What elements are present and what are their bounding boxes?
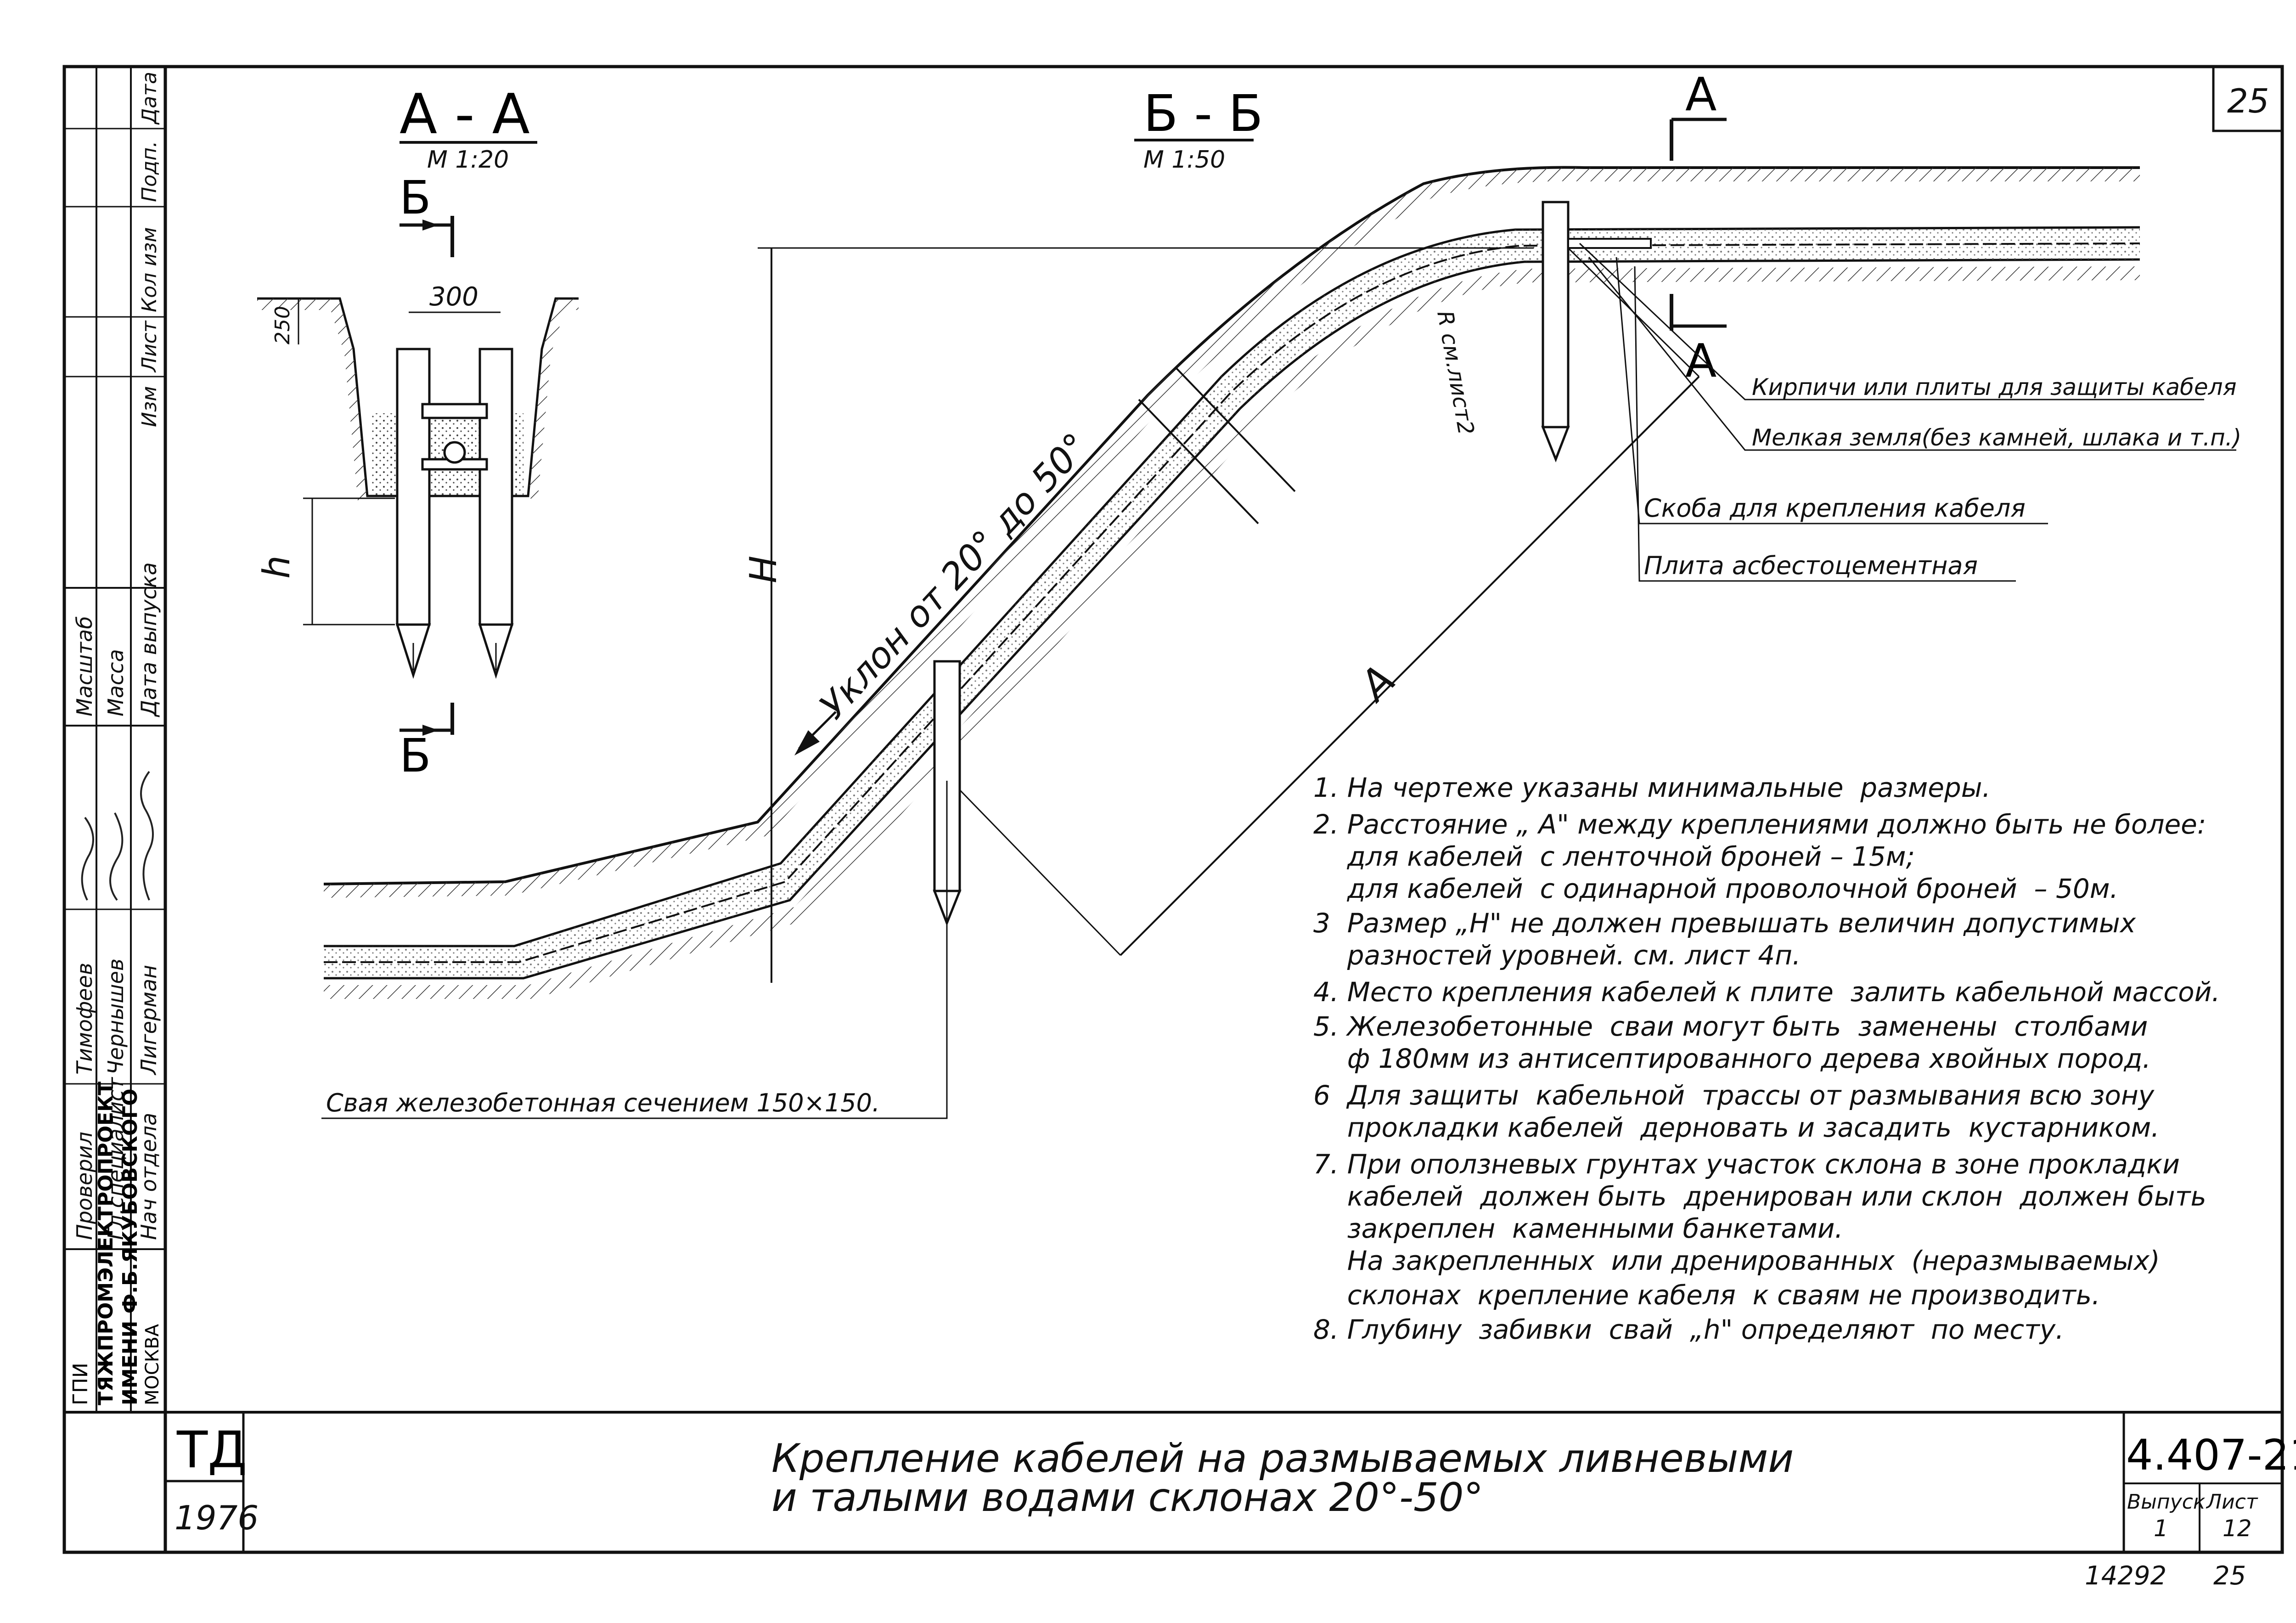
note-line: 8. Глубину забивки свай „h" определяют п… [1313,1314,2064,1345]
svg-text:Б: Б [400,171,431,225]
revision-header-date: Дата [138,72,161,125]
pile-right [478,348,514,679]
note-line: разностей уровней. см. лист 4п. [1313,940,1801,971]
name-head: Лигерман [136,965,161,1076]
issue-value: 1 [2154,1515,2168,1542]
cut-marker-bottom: Б [400,703,454,783]
note-line: кабелей должен быть дренирован или склон… [1313,1181,2206,1212]
note-line: 4. Место крепления кабелей к плите залит… [1313,976,2220,1008]
year: 1976 [174,1499,259,1537]
radius-label: R см.лист2 [1432,309,1479,437]
svg-text:Б: Б [400,729,431,783]
note-line: 2. Расстояние „ А" между креплениями дол… [1313,809,2206,840]
page-number: 25 [2227,82,2269,120]
dim-height: H [742,556,785,583]
note-line: 7. При оползневых грунтах участок склона… [1313,1149,2180,1180]
drawing-title-line-1: Крепление кабелей на размываемых ливневы… [771,1436,1794,1482]
cut-marker-a-bottom: А [1670,294,1727,388]
section-aa-drawing: А - А М 1:20 Б Б [255,83,579,783]
label-issue-date: Дата выпуска [136,562,161,717]
note-line: закреплен каменными банкетами. [1313,1213,1843,1244]
org-line-2: ТЯЖПРОМЭЛЕКТРОПРОЕКТ [94,1082,118,1405]
note-line: 1. На чертеже указаны минимальные размер… [1313,772,1991,803]
pile-upper [1541,201,1652,462]
revision-header-change: Изм [138,386,161,427]
note-line: 5. Железобетонные сваи могут быть замене… [1313,1011,2148,1042]
cable-trench-lower [324,258,2140,980]
callout-pile: Свая железобетонная сечением 150×150. [326,1088,880,1117]
dim-top: 250 [271,306,294,344]
signature-2 [109,812,124,901]
cut-marker-a-top: А [1670,68,1727,161]
drawing-title-line-2: и талыми водами склонах 20°-50° [771,1475,1483,1521]
cable-line [324,242,2140,963]
svg-text:А: А [1685,68,1716,121]
notes-block: 1. На чертеже указаны минимальные размер… [1313,772,2220,1345]
document-number: 4.407-214 [2126,1431,2296,1480]
note-line: прокладки кабелей дерновать и засадить к… [1313,1112,2160,1143]
org-line-1: ГПИ [69,1363,92,1405]
footer-right-number: 25 [2213,1561,2246,1591]
section-bb-scale: М 1:50 [1143,146,1225,174]
org-line-3: ИМЕНИ Ф.Б.ЯКУБОВСКОГО [118,1088,142,1405]
note-line: для кабелей с одинарной проволочной брон… [1313,873,2118,904]
section-bb-drawing: Б - Б М 1:50 А [321,68,2236,1119]
dim-depth: h [255,555,298,579]
dim-width: 300 [429,282,478,312]
note-line: для кабелей с ленточной броней – 15м; [1313,841,1915,872]
signature-3 [81,817,94,901]
issue-label: Выпуск [2127,1490,2206,1514]
note-line: ф 180мм из антисептированного дерева хво… [1313,1043,2151,1074]
footer-left-number: 14292 [2085,1561,2167,1591]
name-checked: Тимофеев [72,963,97,1075]
cut-marker-top: Б [400,171,454,257]
signature-1 [140,771,154,901]
label-scale: Масштаб [72,616,97,716]
role-checked: Проверил [72,1132,97,1240]
section-aa-title: А - А [400,83,530,147]
label-mass: Масса [103,649,128,716]
sheet-value: 12 [2223,1515,2252,1542]
pile-left [395,348,431,679]
sheet-label: Лист [2206,1490,2258,1514]
crossbar-plate [421,403,488,419]
role-head: Нач отдела [136,1113,161,1240]
section-bb-title: Б - Б [1143,84,1263,143]
note-line: 6 Для защиты кабельной трассы от размыва… [1313,1080,2155,1111]
note-line: склонах крепление кабеля к сваям не прои… [1313,1279,2100,1311]
callout-bricks: Кирпичи или плиты для защиты кабеля [1752,374,2237,400]
dim-spacing: А [1349,656,1405,711]
sheet-frame [62,65,2284,1554]
org-line-4: МОСКВА [142,1324,163,1405]
note-line: На закрепленных или дренированных (нераз… [1313,1245,2160,1276]
role-chief-specialist: Гл.специалист [103,1077,128,1240]
note-line: 3 Размер „Н" не должен превышать величин… [1313,907,2136,939]
cable [443,441,466,464]
callout-fine-soil: Мелкая земля(без камней, шлака и т.п.) [1752,424,2241,451]
title-block-strip: Дата Подп. Кол изм Лист Изм Масштаб Масс… [69,72,163,1405]
revision-header-count: Кол изм [138,227,161,312]
name-chief-specialist: Чернышев [103,958,128,1075]
td-mark: ТД [176,1420,247,1479]
callout-clamp: Скоба для крепления кабеля [1644,494,2026,523]
svg-text:А: А [1685,334,1716,388]
revision-header-signature: Подп. [138,141,161,202]
revision-header-sheet: Лист [138,320,161,373]
section-aa-scale: М 1:20 [427,146,509,174]
callout-plate: Плита асбестоцементная [1644,551,1978,580]
